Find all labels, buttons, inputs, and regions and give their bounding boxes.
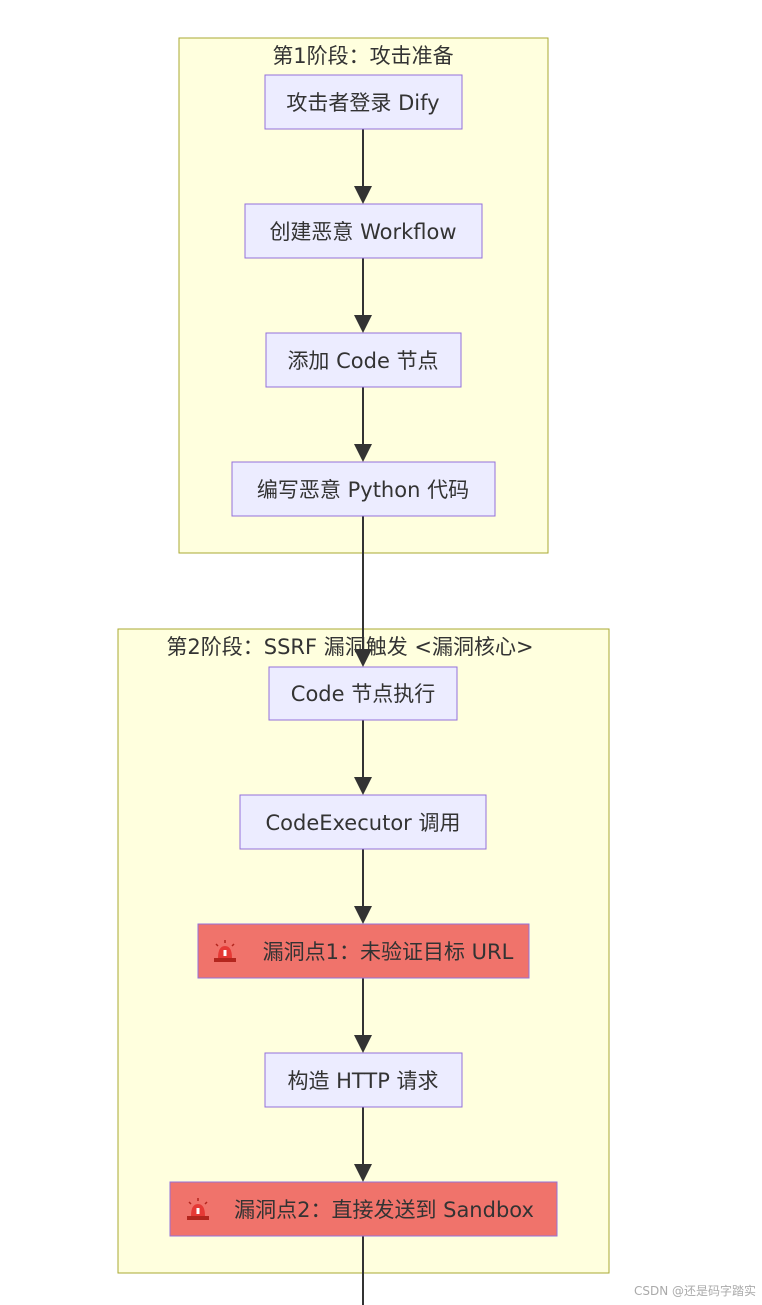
node-label: Code 节点执行	[291, 682, 435, 706]
arrowhead-n6	[354, 777, 372, 795]
node-label: 编写恶意 Python 代码	[257, 478, 469, 502]
arrowhead-n7	[354, 906, 372, 924]
arrowhead-n9	[354, 1164, 372, 1182]
node-n1: 攻击者登录 Dify	[264, 74, 463, 130]
arrowhead-n2	[354, 186, 372, 204]
watermark: CSDN @还是码字踏实	[633, 1284, 756, 1298]
node-n5: Code 节点执行	[268, 666, 458, 721]
edges	[354, 129, 372, 1305]
node-n4: 编写恶意 Python 代码	[231, 461, 496, 517]
arrowhead-n8	[354, 1035, 372, 1053]
rotating-light-icon	[214, 940, 236, 962]
node-n8: 构造 HTTP 请求	[264, 1052, 463, 1108]
cluster-title-stage1: 第1阶段：攻击准备	[272, 44, 453, 68]
node-label: 攻击者登录 Dify	[286, 91, 439, 115]
node-n9: 漏洞点2：直接发送到 Sandbox	[169, 1181, 558, 1237]
node-n7: 漏洞点1：未验证目标 URL	[197, 923, 530, 979]
arrowhead-n3	[354, 315, 372, 333]
node-label: 创建恶意 Workflow	[269, 220, 456, 244]
node-label: CodeExecutor 调用	[266, 811, 461, 835]
node-n3: 添加 Code 节点	[265, 332, 462, 388]
arrowhead-n4	[354, 444, 372, 462]
node-label: 构造 HTTP 请求	[287, 1069, 438, 1093]
node-n2: 创建恶意 Workflow	[244, 203, 483, 259]
cluster-title-stage2: 第2阶段：SSRF 漏洞触发 <漏洞核心>	[166, 635, 533, 659]
node-n6: CodeExecutor 调用	[239, 794, 487, 850]
node-label: 漏洞点1：未验证目标 URL	[263, 940, 514, 964]
node-label: 漏洞点2：直接发送到 Sandbox	[234, 1198, 534, 1222]
rotating-light-icon	[187, 1198, 209, 1220]
node-label: 添加 Code 节点	[287, 349, 438, 373]
arrowhead-n5	[354, 649, 372, 667]
